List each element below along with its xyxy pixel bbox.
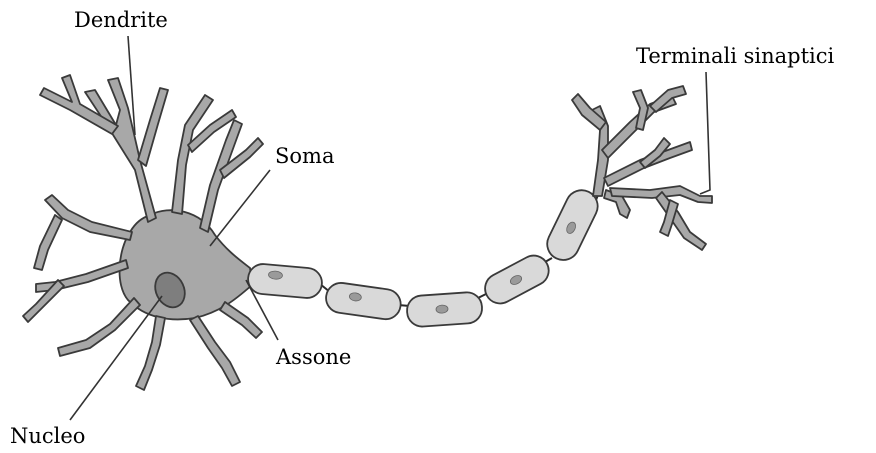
dendrite-branch (190, 316, 240, 386)
dendrite-branch (58, 298, 140, 356)
dendrite-branch (40, 75, 118, 134)
synaptic-terminals (572, 86, 712, 250)
label-dendrite: Dendrite (74, 8, 168, 32)
label-axon: Assone (275, 345, 351, 369)
label-nucleus: Nucleo (10, 424, 85, 448)
dendrite-branch (136, 316, 165, 390)
myelin-sheath (247, 263, 323, 299)
dendrite-branch (36, 260, 128, 292)
dendrite-branch (220, 302, 262, 338)
terminals-leader (700, 72, 710, 194)
label-terminals: Terminali sinaptici (636, 44, 835, 68)
myelin-sheath (324, 281, 402, 321)
terminal-branch (650, 86, 686, 112)
label-soma: Soma (275, 144, 334, 168)
dendrite-branch (138, 88, 168, 166)
dendrite-branch (34, 215, 62, 270)
myelin-sheaths (247, 185, 603, 328)
